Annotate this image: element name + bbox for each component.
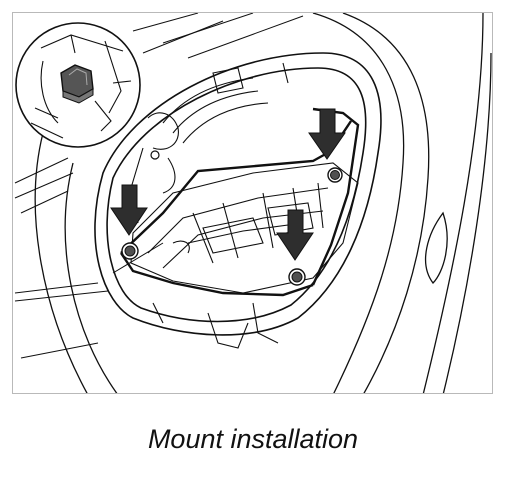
fender-hatching (14, 13, 304, 359)
illustration-frame (12, 12, 493, 394)
mount-nut-rear-right (327, 167, 343, 183)
detail-inset (15, 22, 141, 148)
figure-caption: Mount installation (147, 424, 359, 454)
down-arrow-icon (276, 209, 314, 261)
hex-nut-icon (60, 64, 94, 104)
mount-nut-front-left (121, 242, 139, 260)
mount-bracket (130, 62, 359, 349)
vehicle-body-outline (34, 13, 492, 393)
callout-arrows (110, 108, 346, 261)
down-arrow-icon (110, 184, 148, 236)
down-arrow-icon (308, 108, 346, 160)
mount-nut-front-right (288, 268, 306, 286)
mount-points (121, 150, 343, 286)
mount-diagram (14, 13, 492, 393)
mount-nut-rear-left (150, 150, 160, 160)
